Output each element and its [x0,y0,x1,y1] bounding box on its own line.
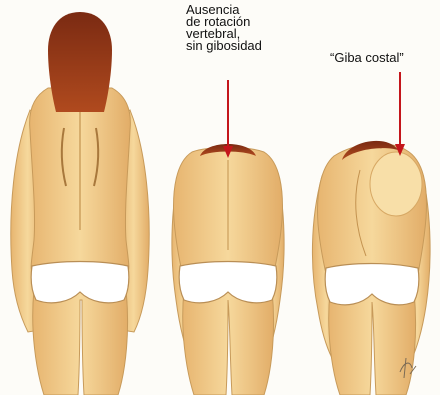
annotation-rib-hump: “Giba costal” [330,52,404,64]
annotation-no-rotation: Ausencia de rotación vertebral, sin gibo… [186,4,262,52]
figure-bent-symmetric-legs [183,290,274,395]
arrow-no-rotation [223,80,233,158]
figure-standing [11,12,149,395]
figure-rib-hump-legs [329,292,416,395]
arrow-rib-hump [395,72,405,156]
figure-standing-hair [48,12,112,112]
annotation-rib-hump-text: “Giba costal” [330,52,404,64]
rib-hump [370,152,422,216]
figure-standing-legs [33,290,128,395]
figure-bent-symmetric [172,144,284,395]
figure-bent-rib-hump [312,141,430,395]
annotation-no-rotation-line-4: sin gibosidad [186,40,262,52]
